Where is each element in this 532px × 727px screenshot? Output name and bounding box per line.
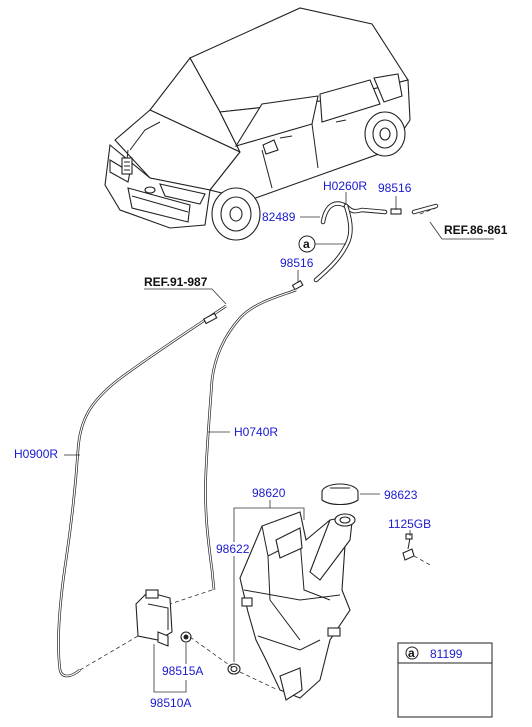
label-98622: 98622 <box>216 542 250 556</box>
label-legend-a: a <box>408 646 415 660</box>
label-98620: 98620 <box>252 486 286 500</box>
label-98623: 98623 <box>384 488 418 502</box>
label-h0260r: H0260R <box>323 179 367 193</box>
label-98510a: 98510A <box>150 696 191 710</box>
label-98516-mid: 98516 <box>280 256 314 270</box>
label-1125gb: 1125GB <box>388 517 431 531</box>
label-ref-86-861: REF.86-861 <box>444 223 508 237</box>
washer-reservoir <box>239 511 356 701</box>
hose-assembly <box>57 201 439 678</box>
label-h0900r: H0900R <box>14 447 58 461</box>
bolt <box>402 533 415 561</box>
label-98515a: 98515A <box>162 664 203 678</box>
washer-pump <box>135 589 173 647</box>
pump-seal <box>180 631 192 643</box>
callout-a-circle <box>298 235 316 253</box>
label-98516-top: 98516 <box>378 181 412 195</box>
leader-lines <box>64 192 494 693</box>
label-callout-a: a <box>303 237 310 251</box>
car-illustration <box>104 7 411 241</box>
reservoir-cap <box>321 483 359 506</box>
label-h0740r: H0740R <box>234 425 278 439</box>
label-ref-91-987: REF.91-987 <box>144 275 208 289</box>
label-81199: 81199 <box>430 647 463 661</box>
label-82489: 82489 <box>262 210 296 224</box>
grommet <box>227 663 241 675</box>
legend-box <box>397 642 493 718</box>
